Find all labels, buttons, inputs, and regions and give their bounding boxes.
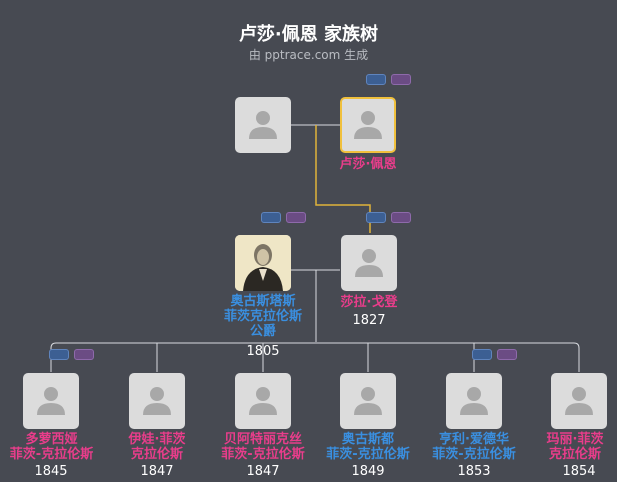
tag-badge[interactable] <box>391 212 411 223</box>
person-silhouette-icon <box>460 387 488 415</box>
person-card-child[interactable] <box>129 373 185 429</box>
badge-group <box>472 349 517 360</box>
person-card-unknown[interactable] <box>235 97 291 153</box>
person-silhouette-icon <box>355 249 383 277</box>
person-card-child[interactable] <box>23 373 79 429</box>
name-line: 亨利·爱德华 <box>439 432 509 447</box>
name-line: 公爵 <box>249 324 276 339</box>
birth-year: 1845 <box>34 464 68 479</box>
tag-badge[interactable] <box>286 212 306 223</box>
birth-year: 1853 <box>457 464 491 479</box>
tag-badge[interactable] <box>49 349 69 360</box>
name-line: 菲茨-克拉伦斯 <box>432 447 516 462</box>
birth-year: 1849 <box>351 464 385 479</box>
name-line: 贝阿特丽克丝 <box>223 432 302 447</box>
badge-group <box>366 74 411 85</box>
name-line: 伊娃·菲茨 <box>128 432 186 447</box>
person-silhouette-icon <box>249 387 277 415</box>
person-silhouette-icon <box>37 387 65 415</box>
person-card-child[interactable] <box>551 373 607 429</box>
tag-badge[interactable] <box>74 349 94 360</box>
name-line: 奥古斯塔斯 <box>230 294 296 309</box>
birth-year: 1805 <box>246 344 280 359</box>
portrait-image <box>235 235 291 291</box>
tag-badge[interactable] <box>391 74 411 85</box>
person-silhouette-icon <box>249 111 277 139</box>
person-card-focus[interactable] <box>340 97 396 153</box>
person-name[interactable]: 奥古斯塔斯 菲茨克拉伦斯 公爵 <box>213 294 313 339</box>
person-name[interactable]: 多萝西娅 菲茨-克拉伦斯 <box>0 432 103 462</box>
tag-badge[interactable] <box>261 212 281 223</box>
birth-year: 1827 <box>352 313 386 328</box>
birth-year: 1847 <box>246 464 280 479</box>
person-silhouette-icon <box>354 387 382 415</box>
person-silhouette-icon <box>354 111 382 139</box>
person-name[interactable]: 莎拉·戈登 <box>340 295 398 310</box>
badge-group <box>49 349 94 360</box>
tag-badge[interactable] <box>472 349 492 360</box>
tag-badge[interactable] <box>497 349 517 360</box>
person-card[interactable] <box>341 235 397 291</box>
person-name[interactable]: 奥古斯都 菲茨-克拉伦斯 <box>316 432 420 462</box>
name-line: 菲茨-克拉伦斯 <box>326 447 410 462</box>
person-card-child[interactable] <box>446 373 502 429</box>
name-line: 多萝西娅 <box>25 432 78 447</box>
name-line: 克拉伦斯 <box>548 447 601 462</box>
badge-group <box>366 212 411 223</box>
person-name[interactable]: 贝阿特丽克丝 菲茨-克拉伦斯 <box>211 432 315 462</box>
tag-badge[interactable] <box>366 212 386 223</box>
person-name[interactable]: 玛丽·菲茨 克拉伦斯 <box>533 432 617 462</box>
tag-badge[interactable] <box>366 74 386 85</box>
person-silhouette-icon <box>143 387 171 415</box>
page-title: 卢莎·佩恩 家族树 <box>238 24 379 45</box>
name-line: 菲茨-克拉伦斯 <box>9 447 94 462</box>
person-name[interactable]: 伊娃·菲茨 克拉伦斯 <box>107 432 207 462</box>
birth-year: 1847 <box>140 464 174 479</box>
name-line: 奥古斯都 <box>341 432 394 447</box>
birth-year: 1854 <box>562 464 596 479</box>
name-line: 克拉伦斯 <box>130 447 183 462</box>
badge-group <box>261 212 306 223</box>
person-card-child[interactable] <box>235 373 291 429</box>
name-line: 玛丽·菲茨 <box>546 432 604 447</box>
person-name[interactable]: 亨利·爱德华 菲茨-克拉伦斯 <box>422 432 526 462</box>
name-line: 菲茨克拉伦斯 <box>223 309 302 324</box>
name-line: 菲茨-克拉伦斯 <box>221 447 305 462</box>
person-name[interactable]: 卢莎·佩恩 <box>339 157 397 172</box>
person-card-portrait[interactable] <box>235 235 291 291</box>
person-silhouette-icon <box>565 387 593 415</box>
page-subtitle: 由 pptrace.com 生成 <box>248 48 369 62</box>
person-card-child[interactable] <box>340 373 396 429</box>
